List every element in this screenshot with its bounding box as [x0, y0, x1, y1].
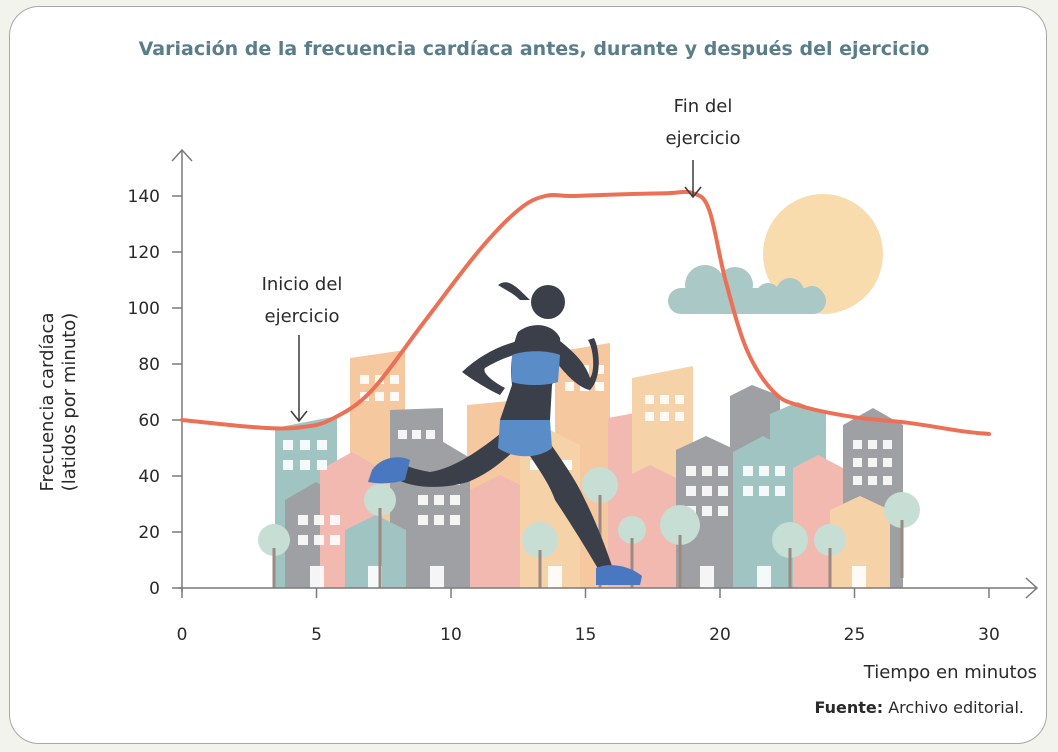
y-axis-label-line1: Frecuencia cardíaca: [37, 313, 58, 492]
annotation-end: Fin del ejercicio: [666, 96, 741, 199]
annotation-end-line1: Fin del: [674, 96, 733, 117]
y-ticks: 0 20 40 60 80 100 120 140: [128, 187, 182, 599]
y-axis-label-line2: (latidos por minuto): [59, 313, 80, 492]
source-label: Fuente:: [814, 698, 883, 717]
x-tick-label: 15: [575, 625, 597, 645]
y-axis: [171, 148, 193, 592]
y-axis-label: Frecuencia cardíaca (latidos por minuto): [37, 313, 80, 492]
x-tick-label: 20: [709, 625, 731, 645]
runner-illustration: [368, 282, 642, 585]
annotation-start: Inicio del ejercicio: [262, 274, 343, 423]
source-note: Fuente: Archivo editorial.: [814, 698, 1024, 717]
x-tick-label: 0: [177, 625, 188, 645]
annotation-start-line1: Inicio del: [262, 274, 343, 295]
cloud-icon: [668, 265, 826, 314]
y-tick-label: 60: [138, 411, 160, 431]
annotation-end-line2: ejercicio: [666, 128, 741, 149]
y-tick-label: 100: [128, 299, 160, 319]
y-tick-label: 20: [138, 523, 160, 543]
y-tick-label: 0: [149, 579, 160, 599]
chart-title: Variación de la frecuencia cardíaca ante…: [139, 38, 930, 60]
x-tick-label: 5: [311, 625, 322, 645]
x-tick-label: 25: [844, 625, 866, 645]
y-tick-label: 140: [128, 187, 160, 207]
x-tick-label: 10: [440, 625, 462, 645]
x-ticks: 0 5 10 15 20 25 30: [177, 588, 1000, 645]
y-tick-label: 40: [138, 467, 160, 487]
annotation-start-line2: ejercicio: [265, 306, 340, 327]
x-axis: [178, 577, 1039, 599]
x-axis-label: Tiempo en minutos: [863, 662, 1037, 683]
x-tick-label: 30: [978, 625, 1000, 645]
y-tick-label: 80: [138, 355, 160, 375]
heart-rate-line: [180, 189, 991, 436]
source-text: Archivo editorial.: [888, 698, 1024, 717]
y-tick-label: 120: [128, 243, 160, 263]
tree-icon: [258, 467, 920, 588]
